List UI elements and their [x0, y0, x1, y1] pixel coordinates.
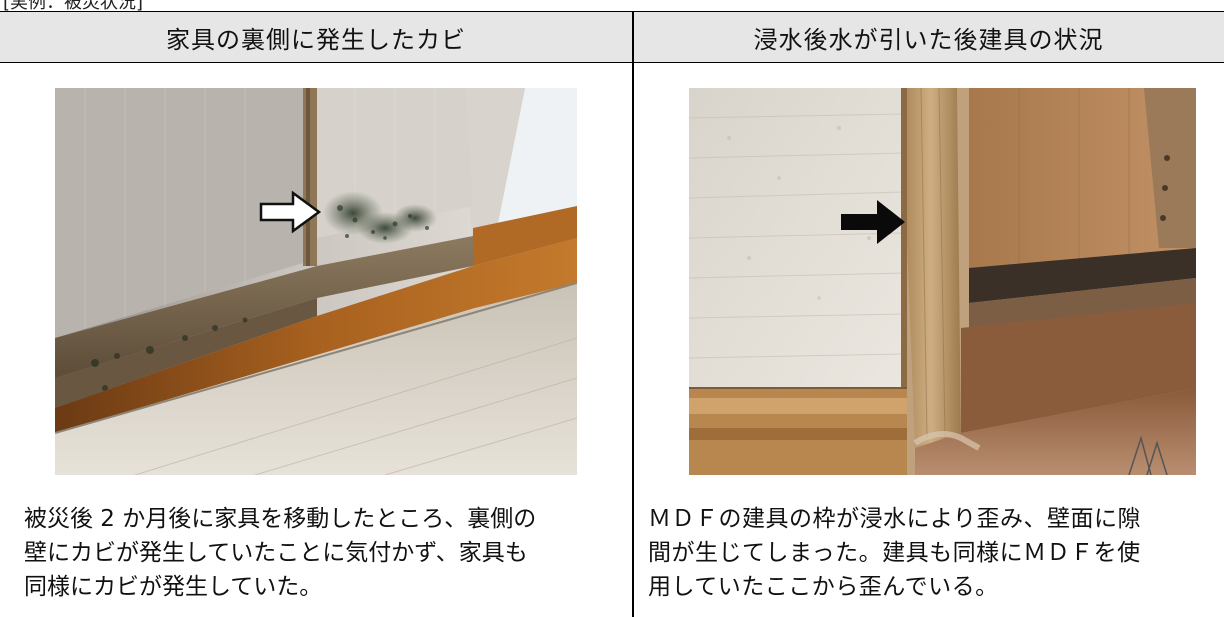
section-title-fragment: [実例：被災状況] — [3, 0, 144, 13]
white-arrow-icon — [259, 190, 322, 234]
header-fittings-after-flood: 浸水後水が引いた後建具の状況 — [753, 25, 1104, 54]
photo-mold-wall — [55, 88, 577, 475]
header-mold-behind-furniture: 家具の裏側に発生したカビ — [166, 25, 466, 54]
caption-mold-behind-furniture: 被災後 2 か月後に家具を移動したところ、裏側の 壁にカビが発生していたことに気… — [24, 506, 537, 600]
black-arrow-icon — [841, 200, 905, 244]
caption-fittings-after-flood: ＭＤＦの建具の枠が浸水により歪み、壁面に隙 間が生じてしまった。建具も同様にＭＤ… — [648, 506, 1142, 600]
table-header-row: 家具の裏側に発生したカビ 浸水後水が引いた後建具の状況 — [0, 11, 1224, 63]
column-divider — [632, 11, 634, 617]
photo-door-frame — [689, 88, 1196, 475]
